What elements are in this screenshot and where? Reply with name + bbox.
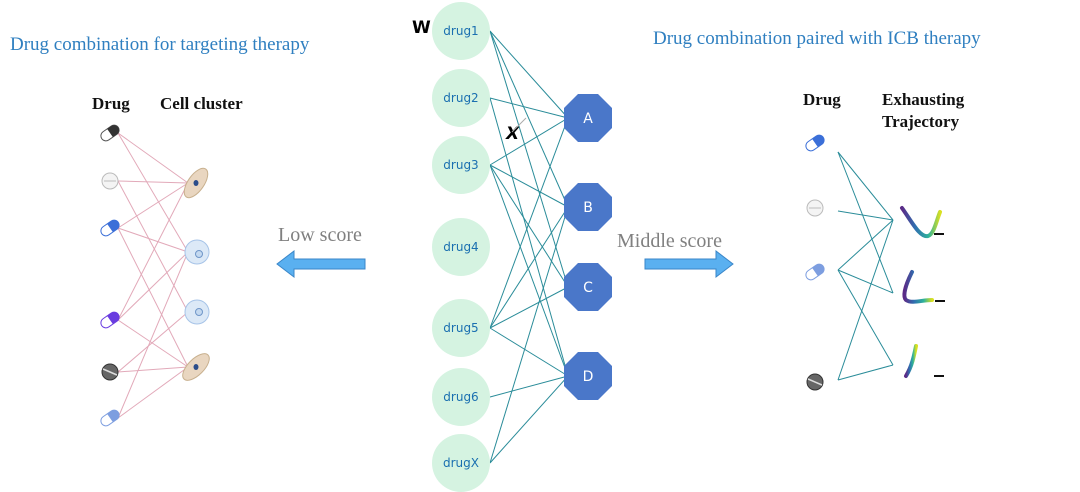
right-drug-pill-blue bbox=[805, 134, 825, 152]
drug-node-label: drugX bbox=[443, 456, 479, 470]
drug-node-label: drug4 bbox=[443, 240, 478, 254]
w-label: W bbox=[412, 18, 431, 38]
cell-cluster-spindle-2 bbox=[182, 353, 210, 381]
drug-node-label: drug3 bbox=[443, 158, 478, 172]
trajectory-icon-1 bbox=[900, 206, 944, 239]
drug-node-label: drug2 bbox=[443, 91, 478, 105]
left-drug-tablet-grey bbox=[101, 363, 119, 381]
drug-node: drug5 bbox=[432, 299, 490, 357]
drug-node: drugX bbox=[432, 434, 490, 492]
trajectory-icon-2 bbox=[902, 270, 945, 304]
left-drug-pill-lightblue bbox=[100, 409, 120, 427]
drug-node: drug6 bbox=[432, 368, 490, 426]
drug-node-label: drug5 bbox=[443, 321, 478, 335]
right-drug-tablet-white bbox=[806, 199, 824, 217]
target-node-label: C bbox=[583, 280, 593, 296]
cell-cluster-header: Cell cluster bbox=[160, 94, 243, 113]
left-drug-pill-blue bbox=[100, 219, 120, 237]
low-score-arrow bbox=[276, 249, 366, 279]
target-node-label: D bbox=[583, 369, 594, 385]
right-panel-title: Drug combination paired with ICB therapy bbox=[653, 28, 981, 49]
target-node-label: A bbox=[583, 111, 593, 127]
drug-node: drug1 bbox=[432, 2, 490, 60]
trajectory-header-line2: Trajectory bbox=[882, 112, 960, 131]
left-drug-header: Drug bbox=[92, 94, 130, 113]
cell-cluster-round-2 bbox=[184, 299, 210, 325]
left-drug-pill-black bbox=[100, 124, 120, 142]
left-drug-pill-purple bbox=[100, 311, 120, 329]
trajectory-icon-3 bbox=[904, 344, 944, 378]
right-edges bbox=[837, 151, 894, 381]
drug-node: drug4 bbox=[432, 218, 490, 276]
target-node: B bbox=[564, 183, 612, 231]
x-label: X bbox=[506, 124, 520, 144]
left-drug-tablet-white bbox=[101, 172, 119, 190]
cell-cluster-spindle-1 bbox=[183, 167, 209, 199]
target-node-label: B bbox=[583, 200, 593, 216]
right-drug-pill-lightblue bbox=[805, 263, 825, 281]
drug-node: drug3 bbox=[432, 136, 490, 194]
left-panel-title: Drug combination for targeting therapy bbox=[10, 34, 310, 55]
target-node: D bbox=[564, 352, 612, 400]
drug-node: drug2 bbox=[432, 69, 490, 127]
left-edges bbox=[117, 132, 189, 419]
right-drug-tablet-grey bbox=[806, 373, 824, 391]
target-node: C bbox=[564, 263, 612, 311]
drug-node-label: drug6 bbox=[443, 390, 478, 404]
target-node: A bbox=[564, 94, 612, 142]
middle-score-arrow bbox=[644, 249, 734, 279]
low-score-label: Low score bbox=[278, 224, 362, 246]
right-drug-header: Drug bbox=[803, 90, 841, 109]
center-edges bbox=[489, 30, 569, 464]
trajectory-header-line1: Exhausting bbox=[882, 90, 965, 109]
x-pointer bbox=[511, 117, 527, 133]
cell-cluster-round-1 bbox=[184, 239, 210, 265]
drug-node-label: drug1 bbox=[443, 24, 478, 38]
middle-score-label: Middle score bbox=[617, 230, 722, 252]
